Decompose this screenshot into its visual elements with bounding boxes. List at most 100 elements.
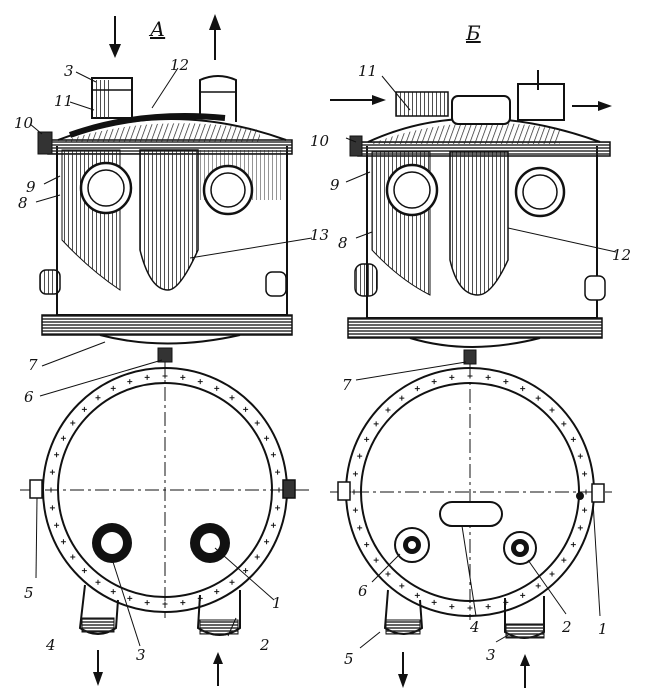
flange-bolt-mark (162, 373, 168, 379)
label-a-5: 5 (24, 584, 34, 602)
flange-bolt-mark (229, 579, 235, 585)
flange-bolt-mark (70, 554, 76, 560)
flange-bolt-mark (243, 406, 249, 412)
flange-bolt-mark (485, 604, 491, 610)
flange-bolt-mark (127, 595, 133, 601)
label-a-11: 11 (54, 92, 73, 110)
label-b-1: 1 (598, 620, 608, 638)
label-a-3-top: 3 (64, 62, 74, 80)
label-a-2: 2 (259, 636, 270, 654)
panel-a-labels: 1 2 3 3 4 5 6 7 8 9 10 11 12 13 (14, 56, 329, 664)
label-b-7: 7 (342, 376, 352, 394)
flange-bolt-mark (243, 568, 249, 574)
flange-bolt-mark (582, 507, 588, 513)
flange-bolt-mark (214, 589, 220, 595)
flange-bolt-mark (570, 436, 576, 442)
flange-bolt-mark (110, 385, 116, 391)
flange-bolt-mark (70, 420, 76, 426)
flange-bolt-mark (270, 452, 276, 458)
flange-bolt-mark (81, 568, 87, 574)
flange-bolt-mark (162, 601, 168, 607)
label-b-6: 6 (358, 582, 368, 600)
flange-bolt-mark (60, 539, 66, 545)
leader-lines (29, 67, 617, 649)
label-b-4: 4 (469, 618, 480, 636)
flange-bolt-mark (180, 600, 186, 606)
flange-bolt-mark (520, 386, 526, 392)
flange-bolt-mark (431, 379, 437, 385)
flange-bolt-mark (549, 407, 555, 413)
panel-b-title: Б (465, 21, 481, 45)
flange-bolt-mark (582, 471, 588, 477)
flange-bolt-mark (352, 471, 358, 477)
panel-a-title: А (148, 17, 165, 41)
flange-bolt-mark (95, 579, 101, 585)
flange-bolt-mark (48, 487, 54, 493)
flange-bolt-mark (503, 379, 509, 385)
flange-bolt-mark (561, 557, 567, 563)
label-a-10: 10 (14, 114, 34, 132)
flange-bolt-mark (127, 379, 133, 385)
flange-bolt-mark (81, 406, 87, 412)
flange-bolt-mark (414, 386, 420, 392)
flange-bolt-mark (270, 522, 276, 528)
flange-bolt-mark (535, 583, 541, 589)
flange-bolt-mark (197, 379, 203, 385)
flange-bolt-mark (485, 374, 491, 380)
flange-bolt-mark (385, 571, 391, 577)
label-b-5: 5 (344, 650, 354, 668)
label-b-9: 9 (330, 176, 340, 194)
flange-bolt-mark (414, 592, 420, 598)
flange-bolt-mark (357, 525, 363, 531)
flange-bolt-mark (254, 420, 260, 426)
flange-bolt-mark (54, 452, 60, 458)
flange-bolt-mark (214, 385, 220, 391)
flange-bolt-mark (549, 571, 555, 577)
flange-bolt-mark (264, 435, 270, 441)
label-a-4: 4 (45, 636, 56, 654)
flange-bolt-mark (357, 453, 363, 459)
label-a-9: 9 (26, 178, 36, 196)
flange-bolt-mark (535, 395, 541, 401)
flange-bolt-mark (399, 583, 405, 589)
flange-bolt-mark (449, 604, 455, 610)
panel-b-side-view (330, 70, 612, 365)
flange-bolt-mark (254, 554, 260, 560)
flange-bolt-mark (364, 436, 370, 442)
flange-bolt-mark (275, 469, 281, 475)
flange-bolt-mark (399, 395, 405, 401)
label-a-12: 12 (170, 56, 189, 74)
flange-bolt-mark (431, 599, 437, 605)
label-b-10: 10 (310, 132, 330, 150)
flange-bolt-mark (561, 421, 567, 427)
flange-bolt-mark (144, 600, 150, 606)
label-a-13: 13 (310, 226, 329, 244)
label-a-8: 8 (18, 194, 28, 212)
flange-bolt-mark (276, 487, 282, 493)
flange-bolt-mark (352, 507, 358, 513)
flange-bolt-mark (49, 469, 55, 475)
label-b-2: 2 (561, 618, 572, 636)
label-a-3-bottom: 3 (136, 646, 146, 664)
flange-bolt-mark (583, 489, 589, 495)
flange-bolt-mark (49, 505, 55, 511)
flange-bolt-mark (95, 395, 101, 401)
flange-bolt-mark (364, 542, 370, 548)
flange-bolt-mark (467, 605, 473, 611)
label-a-7: 7 (28, 356, 38, 374)
flange-bolt-mark (520, 592, 526, 598)
flange-bolt-mark (60, 435, 66, 441)
flange-bolt-mark (275, 505, 281, 511)
label-b-12: 12 (612, 246, 631, 264)
flange-bolt-mark (577, 453, 583, 459)
label-b-11: 11 (358, 62, 377, 80)
flange-bolt-mark (144, 374, 150, 380)
flange-bolt-mark (351, 489, 357, 495)
label-a-6: 6 (24, 388, 34, 406)
label-b-8: 8 (338, 234, 348, 252)
flange-bolt-mark (373, 557, 379, 563)
flange-bolt-mark (264, 539, 270, 545)
flange-bolt-mark (180, 374, 186, 380)
flange-bolt-mark (449, 374, 455, 380)
